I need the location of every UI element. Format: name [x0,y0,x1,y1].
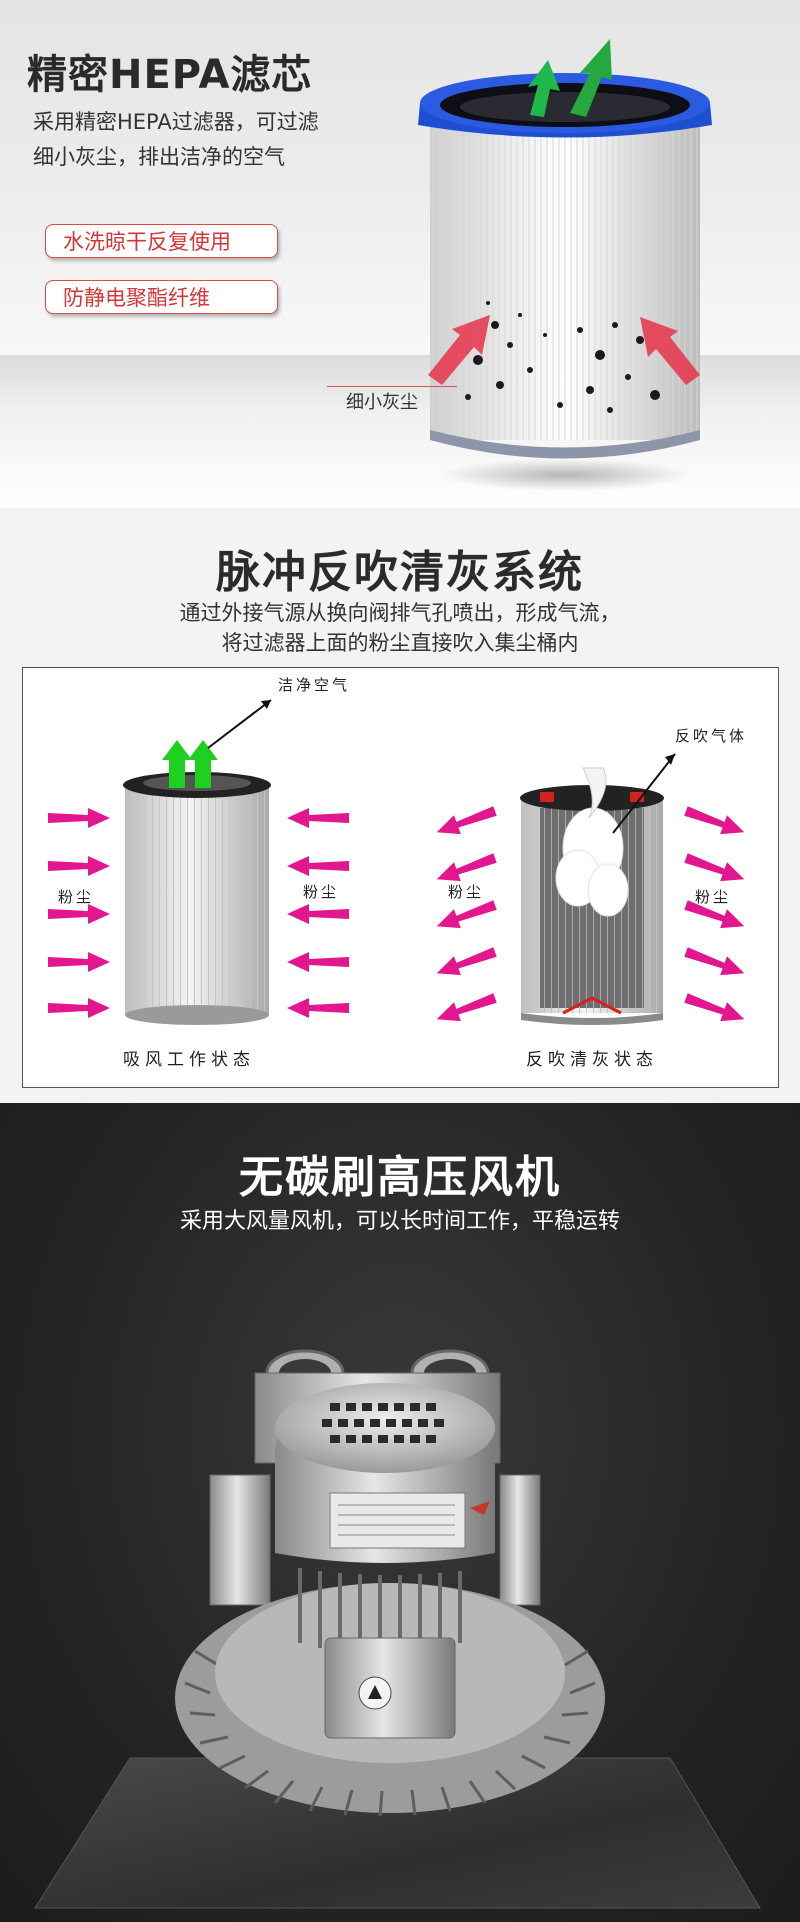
caption-reverse-state: 反吹清灰状态 [526,1050,658,1070]
dust-pointer-line [327,386,457,387]
pulse-title: 脉冲反吹清灰系统 [216,547,584,598]
pulse-desc-line: 将过滤器上面的粉尘直接吹入集尘桶内 [221,631,579,655]
hepa-title: 精密HEPA滤芯 [27,52,313,98]
filter-reverse-state [520,753,676,1025]
feature-tag-washable: 水洗晾干反复使用 [45,224,278,258]
pulse-diagram-graphic [48,699,748,1029]
feature-tag-antistatic: 防静电聚酯纤维 [45,280,278,314]
blower-image [34,1349,761,1909]
filter-suction-state [123,699,272,1025]
dust-label-right-2: 粉尘 [695,888,732,906]
dust-label: 细小灰尘 [346,392,418,413]
hepa-filter-image [418,39,712,491]
blower-section: 无碳刷高压风机 采用大风量风机，可以长时间工作，平稳运转 [0,1103,800,1922]
pulse-diagram: 洁净空气 反吹气体 粉尘 粉尘 粉尘 粉尘 吸风工作状态 反吹清灰状态 [22,667,779,1088]
hepa-desc-line: 采用精密HEPA过滤器，可过滤 [33,110,319,134]
blower-title: 无碳刷高压风机 [239,1152,561,1203]
hepa-description: 采用精密HEPA过滤器，可过滤 细小灰尘，排出洁净的空气 [33,105,393,175]
dust-label-right: 粉尘 [448,883,485,901]
caption-suction-state: 吸风工作状态 [123,1050,255,1070]
pulse-description: 通过外接气源从换向阀排气孔喷出，形成气流， 将过滤器上面的粉尘直接吹入集尘桶内 [0,598,800,658]
pulse-section: 脉冲反吹清灰系统 通过外接气源从换向阀排气孔喷出，形成气流， 将过滤器上面的粉尘… [0,508,800,1103]
hepa-section: 精密HEPA滤芯 采用精密HEPA过滤器，可过滤 细小灰尘，排出洁净的空气 水洗… [0,0,800,508]
blower-description: 采用大风量风机，可以长时间工作，平稳运转 [179,1209,620,1234]
dust-label-left: 粉尘 [58,888,95,906]
clean-air-label: 洁净空气 [278,676,351,694]
pulse-desc-line: 通过外接气源从换向阀排气孔喷出，形成气流， [179,601,621,625]
reverse-gas-label: 反吹气体 [675,727,748,745]
dust-label-left-2: 粉尘 [303,883,340,901]
hepa-desc-line: 细小灰尘，排出洁净的空气 [33,145,285,169]
